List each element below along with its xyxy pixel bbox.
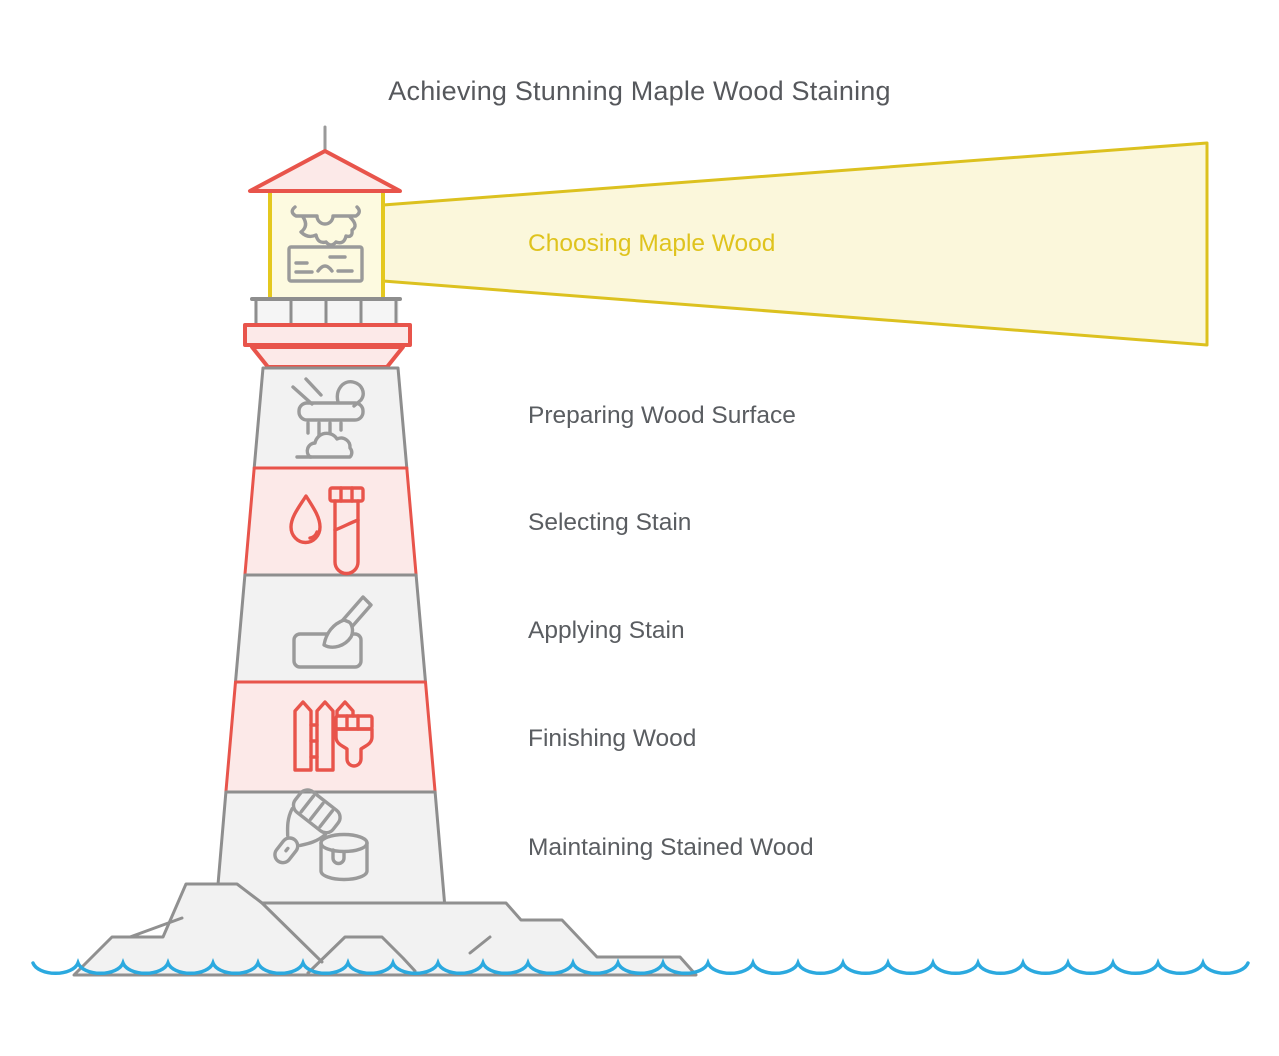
stage-label-maintaining-stained-wood: Maintaining Stained Wood (528, 834, 814, 861)
tower-band-preparing (252, 366, 409, 470)
tower-band-finishing (224, 680, 437, 794)
paintbrush-on-board-icon (292, 595, 373, 669)
lighthouse-roof (248, 149, 402, 193)
rocks (72, 882, 698, 977)
rocks-silhouette (72, 882, 698, 977)
page-title: Achieving Stunning Maple Wood Staining (388, 76, 891, 106)
gallery-platform (243, 323, 412, 347)
stage-label-choosing-maple-wood: Choosing Maple Wood (528, 230, 776, 257)
lighthouse (214, 125, 447, 910)
waves (31, 958, 1250, 976)
light-beam (381, 141, 1209, 347)
hand-sanding-brush-icon (291, 377, 365, 459)
stage-label-preparing-wood-surface: Preparing Wood Surface (528, 402, 796, 429)
lantern-room (270, 190, 383, 300)
fence-paintbrush-icon (293, 700, 374, 772)
rock-center-peak (306, 935, 417, 975)
rock-crease-center-left (260, 901, 324, 964)
gallery-railing (250, 297, 402, 327)
stage-label-applying-stain: Applying Stain (528, 617, 685, 644)
brush-and-paint-can-icon (273, 788, 369, 882)
wood-plank-icon (287, 245, 364, 283)
tower-band-selecting (243, 466, 418, 577)
rock-crease-right (468, 935, 492, 955)
light-beam-shape (381, 141, 1209, 347)
stage-label-finishing-wood: Finishing Wood (528, 725, 697, 752)
stage-label-selecting-stain: Selecting Stain (528, 509, 692, 536)
stain-drop-test-tube-icon (289, 486, 365, 576)
rock-crease-left (128, 916, 184, 939)
tower-neck (250, 345, 405, 369)
maple-leaf-icon (290, 205, 361, 247)
